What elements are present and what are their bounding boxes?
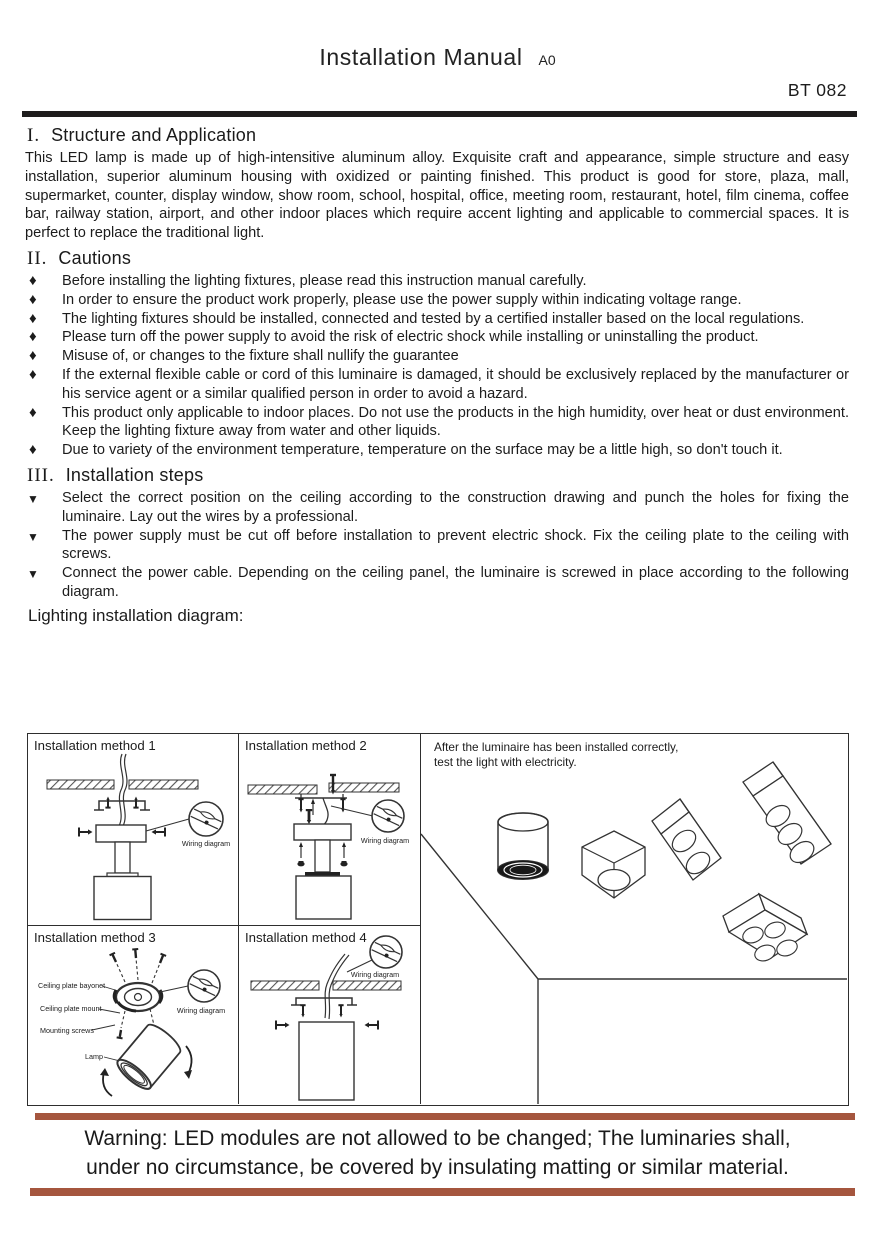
caution-text: Misuse of, or changes to the fixture sha… <box>62 348 459 365</box>
diamond-bullet-icon: ♦ <box>29 290 37 308</box>
caution-item: ♦ In order to ensure the product work pro… <box>25 291 849 310</box>
test-note-line2: test the light with electricity. <box>434 754 577 769</box>
caution-text: This product only applicable to indoor p… <box>62 404 849 440</box>
method4-cell: Installation method 4 Wiring <box>239 926 421 1104</box>
section1-number: I. <box>27 125 41 146</box>
method1-drawing: Wiring diagram <box>46 753 230 921</box>
warning-bottom-bar <box>30 1188 855 1196</box>
method4-label: Installation method 4 <box>245 930 367 945</box>
header-divider-bar <box>22 111 857 117</box>
caution-item: ♦ Misuse of, or changes to the fixture sh… <box>25 347 849 366</box>
installation-diagram-table: Installation method 1 <box>27 733 849 1106</box>
step-item: ▼ Select the correct position on the ceil… <box>25 489 849 527</box>
header: Installation Manual A0 <box>0 44 875 71</box>
test-note-line1: After the luminaire has been installed c… <box>434 740 679 754</box>
warning-line2: under no circumstance, be covered by ins… <box>86 1156 789 1179</box>
caution-text: Before installing the lighting fixtures,… <box>62 272 587 289</box>
section1-heading: I.Structure and Application <box>27 125 257 146</box>
method3-label: Installation method 3 <box>34 930 156 945</box>
wiring-diagram-icon <box>188 801 224 837</box>
warning-text: Warning: LED modules are not allowed to … <box>0 1124 875 1182</box>
method3-drawing: Ceiling plate bayonet Ceiling plate moun… <box>38 947 225 1097</box>
cautions-list: ♦ Before installing the lighting fixtures… <box>25 272 849 460</box>
step-text: Select the correct position on the ceili… <box>62 489 849 525</box>
method4-drawing: Wiring diagram <box>250 935 403 1101</box>
section3-heading: III.Installation steps <box>27 464 204 486</box>
caution-item: ♦ If the external flexible cable or cord … <box>25 366 849 404</box>
caution-text: In order to ensure the product work prop… <box>62 291 742 308</box>
installation-steps-list: ▼ Select the correct position on the ceil… <box>25 489 849 602</box>
step-text: The power supply must be cut off before … <box>62 527 849 563</box>
wiring-diagram-label: Wiring diagram <box>182 839 230 848</box>
caution-text: The lighting fixtures should be installe… <box>62 310 805 327</box>
method1-cell: Installation method 1 <box>28 734 239 926</box>
part-label-mounting-screws: Mounting screws <box>40 1026 94 1035</box>
diamond-bullet-icon: ♦ <box>29 328 37 346</box>
revision-code: A0 <box>538 52 556 68</box>
method3-cell: Installation method 3 Ceiling plate bayo… <box>28 926 239 1104</box>
method2-drawing: Wiring diagram <box>247 773 409 920</box>
method2-label: Installation method 2 <box>245 738 367 753</box>
caution-item: ♦ Please turn off the power supply to avo… <box>25 328 849 347</box>
part-label-ceiling-plate-mount: Ceiling plate mount <box>40 1004 102 1013</box>
luminaire-shapes-drawing <box>421 761 847 1104</box>
diamond-bullet-icon: ♦ <box>29 403 37 421</box>
section2-heading: II.Cautions <box>27 247 132 269</box>
part-label-lamp: Lamp <box>85 1052 103 1061</box>
caution-item: ♦ Due to variety of the environment tempe… <box>25 441 849 460</box>
warning-line1: Warning: LED modules are not allowed to … <box>84 1127 791 1150</box>
page-title: Installation Manual <box>319 44 523 70</box>
diamond-bullet-icon: ♦ <box>29 441 37 459</box>
section2-number: II. <box>27 247 48 269</box>
wiring-diagram-label: Wiring diagram <box>361 836 409 845</box>
caution-text: If the external flexible cable or cord o… <box>62 366 849 402</box>
diamond-bullet-icon: ♦ <box>29 309 37 327</box>
method1-label: Installation method 1 <box>34 738 156 753</box>
triangle-bullet-icon: ▼ <box>27 529 39 544</box>
test-note-cell: After the luminaire has been installed c… <box>421 734 847 1104</box>
diamond-bullet-icon: ♦ <box>29 347 37 365</box>
step-item: ▼ Connect the power cable. Depending on t… <box>25 564 849 602</box>
part-label-ceiling-plate-bayonet: Ceiling plate bayonet <box>38 981 105 990</box>
diagram-heading: Lighting installation diagram: <box>28 605 244 625</box>
section1-paragraph: This LED lamp is made up of high-intensi… <box>25 150 849 242</box>
section3-number: III. <box>27 464 55 486</box>
caution-text: Please turn off the power supply to avoi… <box>62 329 759 346</box>
diamond-bullet-icon: ♦ <box>29 271 37 289</box>
caution-item: ♦ This product only applicable to indoor … <box>25 404 849 442</box>
wiring-diagram-label: Wiring diagram <box>351 970 399 979</box>
step-text: Connect the power cable. Depending on th… <box>62 565 849 600</box>
caution-item: ♦ Before installing the lighting fixtures… <box>25 272 849 291</box>
wiring-diagram-label: Wiring diagram <box>177 1006 225 1015</box>
wiring-diagram-icon <box>371 799 405 833</box>
caution-item: ♦ The lighting fixtures should be install… <box>25 310 849 329</box>
model-number: BT 082 <box>787 80 847 100</box>
wiring-diagram-icon <box>187 969 221 1003</box>
step-item: ▼ The power supply must be cut off before… <box>25 527 849 565</box>
triangle-bullet-icon: ▼ <box>27 491 39 506</box>
test-note: After the luminaire has been installed c… <box>434 740 678 769</box>
triangle-bullet-icon: ▼ <box>27 567 39 582</box>
method2-cell: Installation method 2 <box>239 734 421 926</box>
diamond-bullet-icon: ♦ <box>29 365 37 383</box>
warning-top-bar <box>35 1113 855 1120</box>
caution-text: Due to variety of the environment temper… <box>62 442 783 459</box>
wiring-diagram-icon <box>369 935 403 969</box>
text-body: I.Structure and Application This LED lam… <box>25 120 849 626</box>
